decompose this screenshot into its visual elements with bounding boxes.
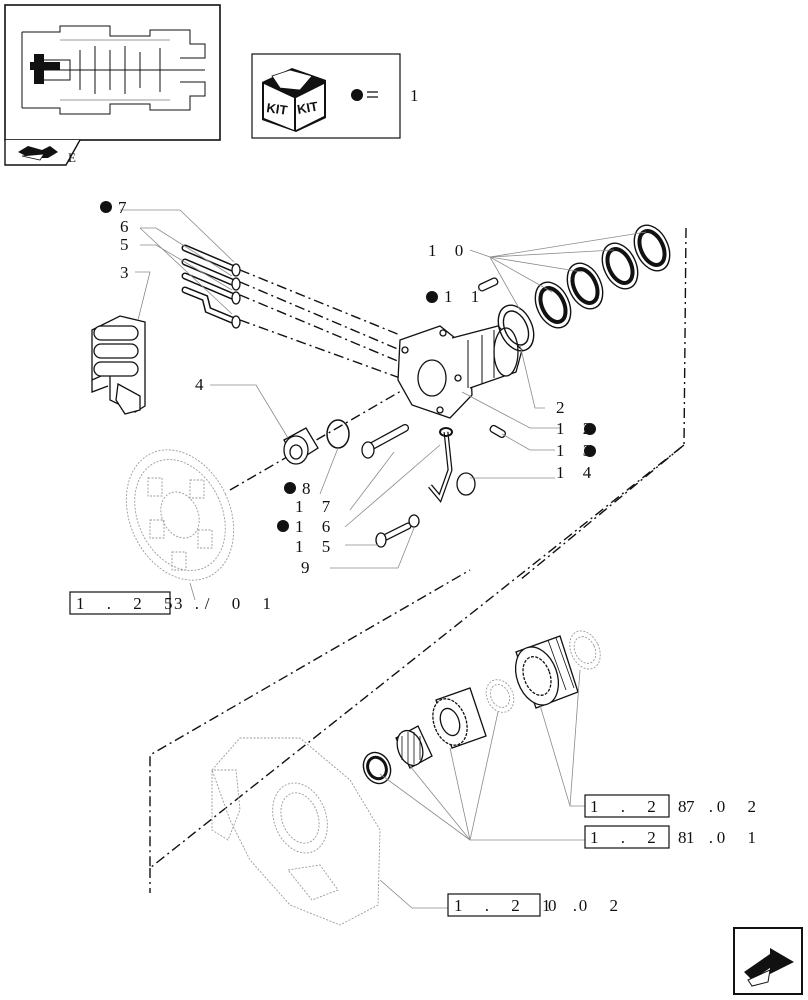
bushing-4[interactable] [283,427,319,465]
lower-gear-set[interactable] [358,626,606,788]
svg-text:0 0 2: 0 0 2 [548,896,627,915]
svg-text:KIT: KIT [266,100,289,118]
svg-text:1 . 2 1 .: 1 . 2 1 . [454,896,586,915]
callout-14: 1 4 [556,463,598,482]
bullet-dot-icon [351,89,363,101]
callout-12: 1 2 [556,419,598,438]
reference-1-28-7-02[interactable]: 1 . 2 8 . 7 0 2 [584,794,765,818]
svg-text:7 0 2: 7 0 2 [686,797,765,816]
next-page-button[interactable] [733,927,803,995]
kit-bullet-icon [277,520,289,532]
flywheel-reference [125,449,235,581]
kit-bullet-icon [100,201,112,213]
snap-ring-b [485,679,515,713]
assembly-lines [149,227,687,893]
callout-17: 1 7 [295,497,337,516]
kit-bullet-icon [284,482,296,494]
reference-1-25-3-01[interactable]: 1 . 2 5 . 3 / 0 1 [69,591,280,615]
book-arrow-icon [18,146,58,161]
kit-legend-value: 1 [410,86,419,105]
svg-text:1 . 2 5 .: 1 . 2 5 . [76,594,208,613]
callout-8: 8 [302,479,318,498]
kit-bullet-icon [426,291,438,303]
gear-large [432,687,487,749]
svg-text:KIT: KIT [296,99,319,117]
callout-16: 1 6 [295,517,337,536]
callout-9: 9 [301,558,317,577]
callout-2: 2 [556,398,572,417]
o-ring-8[interactable] [326,419,350,449]
seal-rings[interactable] [491,219,676,356]
callout-11: 1 1 [444,287,486,306]
ring [497,224,671,352]
section-letter: E [68,150,76,165]
callout-13: 1 3 [556,441,598,460]
pump-housing[interactable] [397,325,523,419]
next-page-arrow-icon [744,948,794,987]
callout-15: 1 5 [295,537,337,556]
callout-10: 1 0 [428,241,470,260]
svg-text:1 0 1: 1 0 1 [686,828,765,847]
callout-7: 7 [118,198,134,217]
synchro-sleeve [514,635,579,709]
washer-9[interactable] [408,514,420,528]
pipe-bracket[interactable] [91,315,146,415]
callout-4: 4 [195,375,211,394]
dowel-pin-13[interactable] [489,424,506,439]
callout-3: 3 [120,263,136,282]
svg-text:1 . 2 8 .: 1 . 2 8 . [590,797,722,816]
kit-legend: KIT KIT 1 [251,53,419,139]
kit-bullet-icon [584,423,596,435]
callout-5: 5 [120,235,136,254]
section-tab[interactable]: E [4,139,81,166]
bolt-17[interactable] [361,424,409,459]
locator-thumbnail[interactable] [4,4,221,141]
callout-6: 6 [120,217,136,236]
needle-bearing [395,725,433,769]
oil-pipe-14[interactable] [428,427,476,503]
kit-box-icon: KIT KIT [262,68,326,132]
svg-text:3 / 0 1: 3 / 0 1 [174,594,280,613]
leader-lines [120,209,647,909]
snap-ring-a [362,751,392,785]
callout-labels: 7 6 5 3 4 1 0 1 1 2 1 2 1 3 1 4 8 1 7 1 … [100,198,598,577]
snap-ring-c [569,630,601,670]
housing-cover-reference [211,737,381,926]
svg-text:1 . 2 8 .: 1 . 2 8 . [590,828,722,847]
screw-15[interactable] [375,522,412,548]
kit-bullet-icon [584,445,596,457]
reference-1-21-0-02[interactable]: 1 . 2 1 . 0 0 2 [447,893,627,917]
dowel-pin-11[interactable] [478,277,499,292]
reference-1-28-1-01[interactable]: 1 . 2 8 . 1 0 1 [584,825,765,849]
